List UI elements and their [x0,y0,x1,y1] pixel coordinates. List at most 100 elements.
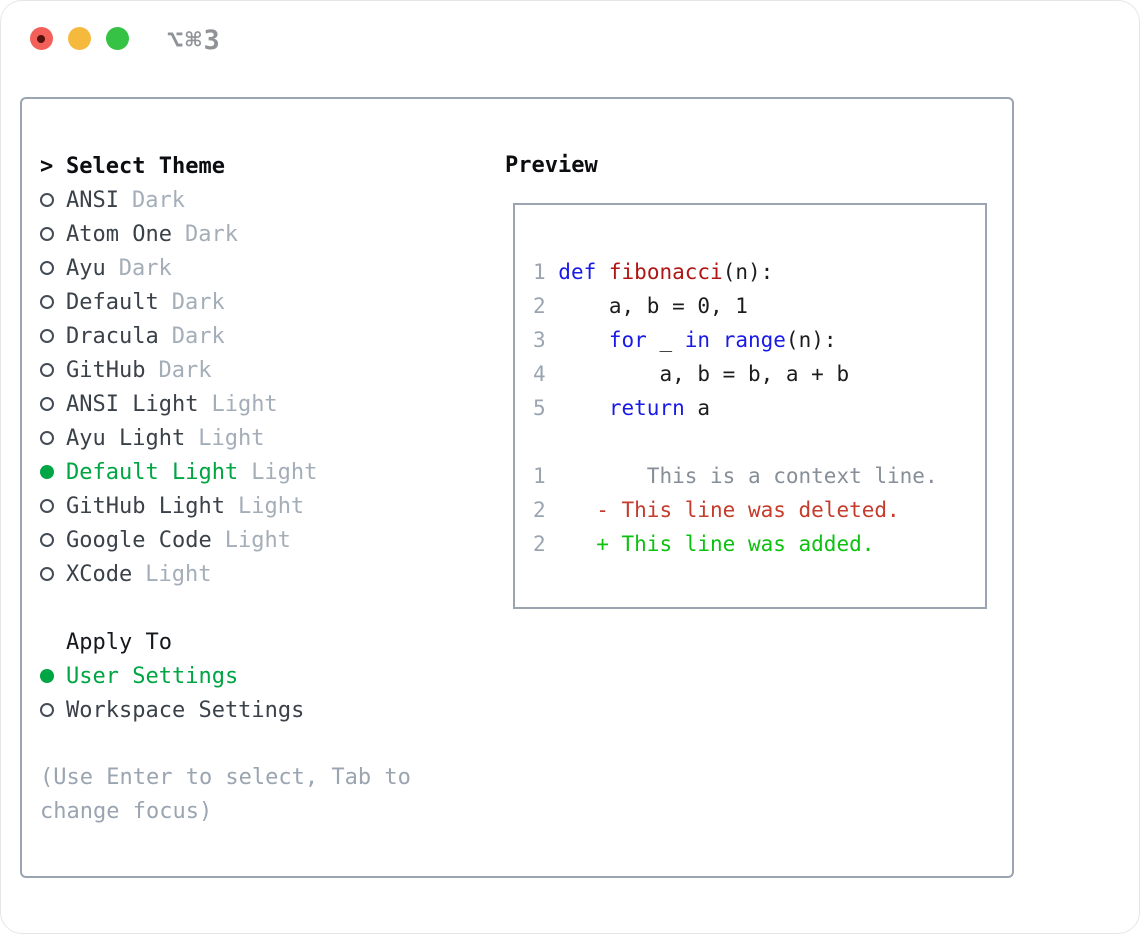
code-line: 2 - This line was deleted. [533,493,985,527]
option-variant-label: Light [198,425,265,451]
help-line-2: change focus) [40,799,213,824]
theme-option-ayu[interactable]: Ayu Dark [40,251,500,285]
radio-cell [40,363,66,377]
code-line: 2 a, b = 0, 1 [533,289,985,323]
option-variant-label: Light [224,527,291,553]
code-line [533,425,985,459]
code-token: 4 [533,362,559,386]
option-variant-label: Dark [118,255,172,281]
radio-cell [40,193,66,207]
close-button[interactable] [30,27,53,50]
close-dot-icon [37,35,45,43]
code-token: This is a context line. [545,464,938,488]
option-label: Default [66,289,159,315]
radio-selected-icon [40,669,54,683]
radio-cell [40,533,66,547]
code-line: 5 return a [533,391,985,425]
window-title: ⌥⌘3 [167,25,222,56]
code-token: a, b = 0, 1 [558,294,748,318]
apply-to-header: Apply To [40,625,500,659]
option-label: Default Light [66,459,239,485]
code-line: 1 def fibonacci(n): [533,255,985,289]
zoom-button[interactable] [106,27,129,50]
help-line-1: (Use Enter to select, Tab to [40,765,411,790]
radio-unselected-icon [40,533,54,547]
option-variant-label: Light [251,459,318,485]
select-theme-title: Select Theme [66,153,225,179]
radio-selected-icon [40,465,54,479]
minimize-button[interactable] [68,27,91,50]
help-text: (Use Enter to select, Tab to change focu… [40,761,500,829]
select-theme-header: > Select Theme [40,149,500,183]
code-line: 1 This is a context line. [533,459,985,493]
theme-option-github[interactable]: GitHub Dark [40,353,500,387]
radio-unselected-icon [40,329,54,343]
code-token: fibonacci [608,260,723,284]
radio-cell [40,669,66,683]
code-token: 3 [533,328,559,352]
code-line: 2 + This line was added. [533,527,985,561]
option-label: Google Code [66,527,212,553]
radio-cell [40,227,66,241]
spacer [40,591,500,625]
code-token: + This line was added. [596,532,875,556]
option-label: ANSI [66,187,119,213]
radio-cell [40,465,66,479]
radio-cell [40,567,66,581]
radio-cell [40,261,66,275]
option-variant-label: Dark [131,187,185,213]
code-token: (n): [722,260,774,284]
theme-option-github-light[interactable]: GitHub Light Light [40,489,500,523]
spacer [40,727,500,761]
code-token: a [684,396,711,420]
code-token: for [608,328,647,352]
option-label: Ayu Light [66,425,186,451]
radio-unselected-icon [40,295,54,309]
option-label: GitHub [66,357,146,383]
radio-unselected-icon [40,363,54,377]
option-label: GitHub Light [66,493,225,519]
code-token: 5 [533,396,559,420]
option-variant-label: Dark [158,357,212,383]
theme-option-ansi[interactable]: ANSI Dark [40,183,500,217]
code-token: 2 [533,532,546,556]
apply-to-title: Apply To [66,629,172,655]
option-label: ANSI Light [66,391,199,417]
option-label: Ayu [66,255,106,281]
code-token: - This line was deleted. [596,498,900,522]
code-token: return [608,396,685,420]
code-token: in [684,328,711,352]
radio-cell [40,431,66,445]
option-variant-label: Dark [184,221,238,247]
apply-option-workspace-settings[interactable]: Workspace Settings [40,693,500,727]
theme-option-google-code[interactable]: Google Code Light [40,523,500,557]
option-label: User Settings [66,663,239,689]
radio-unselected-icon [40,227,54,241]
code-line: 4 a, b = b, a + b [533,357,985,391]
theme-option-default-light[interactable]: Default Light Light [40,455,500,489]
theme-option-ayu-light[interactable]: Ayu Light Light [40,421,500,455]
focus-caret-icon: > [40,153,54,179]
option-variant-label: Dark [171,289,225,315]
preview-title: Preview [505,153,598,178]
theme-option-default[interactable]: Default Dark [40,285,500,319]
apply-option-user-settings[interactable]: User Settings [40,659,500,693]
radio-unselected-icon [40,499,54,513]
code-token: 2 [533,294,559,318]
titlebar [30,27,129,50]
option-variant-label: Light [237,493,305,519]
option-variant-label: Dark [171,323,225,349]
option-label: XCode [66,561,133,587]
code-token [546,498,597,522]
code-line: 3 for _ in range(n): [533,323,985,357]
